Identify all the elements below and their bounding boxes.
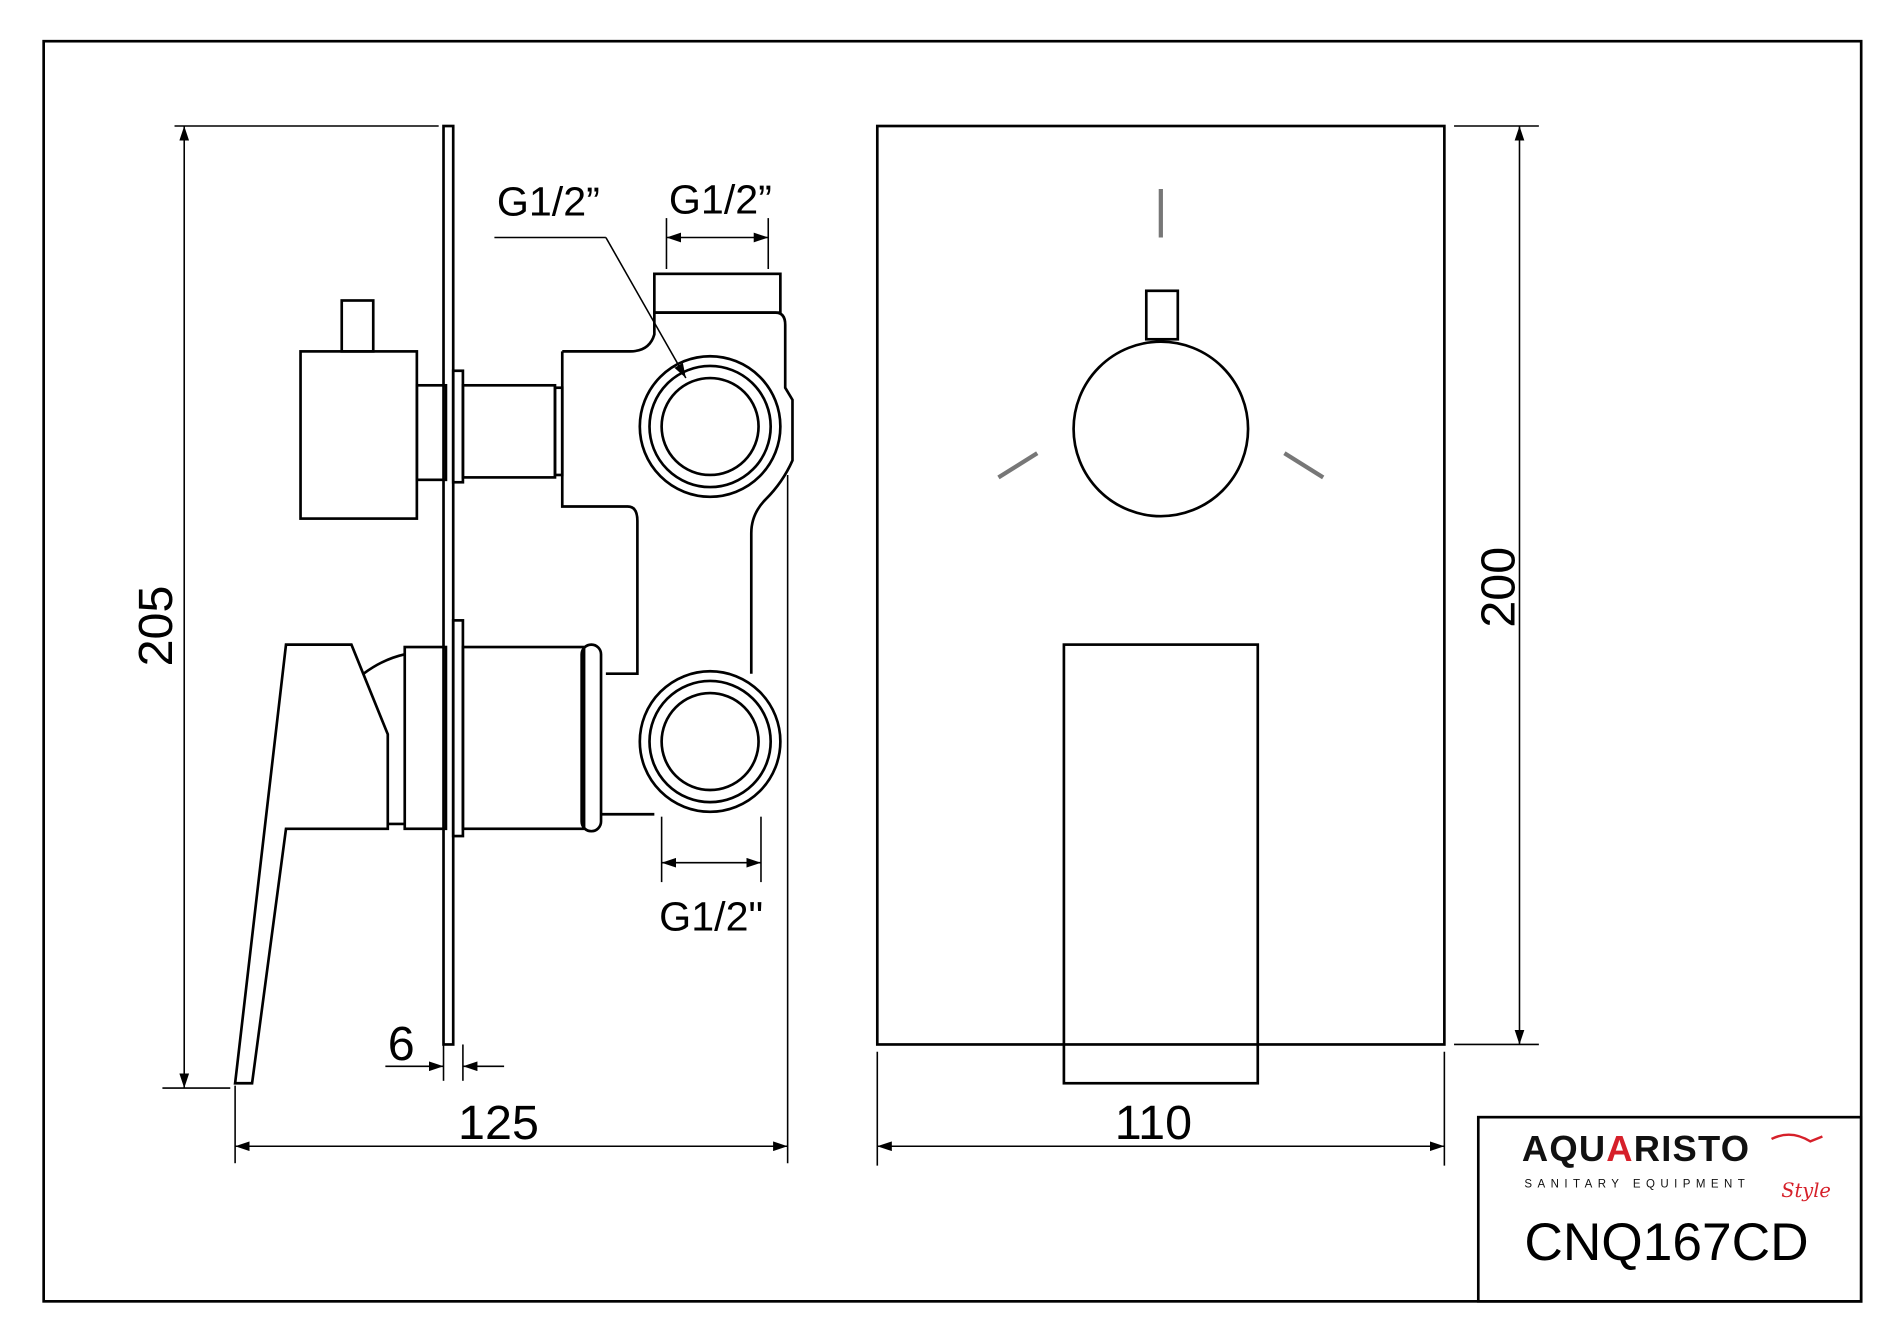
front-view bbox=[875, 124, 1446, 1085]
label-top-port: G1/2” bbox=[669, 176, 772, 222]
cover-plate bbox=[875, 124, 1446, 1046]
drawing-frame bbox=[42, 39, 1863, 1303]
title-block: AQUARISTO SANITARY EQUIPMENT Style CNQ16… bbox=[1476, 1115, 1863, 1303]
svg-text:Style: Style bbox=[1781, 1179, 1831, 1202]
valve-body bbox=[560, 311, 794, 676]
dim-125: 125 bbox=[458, 1096, 539, 1150]
top-port bbox=[653, 272, 782, 314]
label-upper-port: G1/2” bbox=[497, 179, 600, 225]
dim-205: 205 bbox=[129, 586, 183, 667]
dim-110: 110 bbox=[1115, 1096, 1192, 1150]
lever-handle bbox=[233, 643, 390, 1085]
wall-plate bbox=[442, 124, 455, 1046]
knob-pin bbox=[340, 299, 375, 353]
mixer-lever bbox=[1062, 643, 1260, 1085]
dim-200: 200 bbox=[1472, 547, 1526, 628]
label-lower-port: G1/2" bbox=[659, 894, 763, 940]
side-view bbox=[233, 124, 794, 1085]
brand-logo: AQUARISTO SANITARY EQUIPMENT Style bbox=[1522, 1128, 1831, 1202]
product-code: CNQ167CD bbox=[1524, 1213, 1808, 1272]
knob-body bbox=[299, 350, 419, 520]
svg-text:AQUARISTO: AQUARISTO bbox=[1522, 1128, 1750, 1169]
diverter-knob bbox=[1072, 340, 1250, 518]
side-dimensions: 205 125 6 G1/2” G1/2” G1/2" bbox=[129, 125, 789, 1164]
diverter-pin bbox=[1144, 289, 1180, 341]
dim-6: 6 bbox=[388, 1017, 415, 1071]
svg-text:SANITARY EQUIPMENT: SANITARY EQUIPMENT bbox=[1524, 1178, 1750, 1190]
front-dimensions: 200 110 bbox=[876, 125, 1539, 1166]
